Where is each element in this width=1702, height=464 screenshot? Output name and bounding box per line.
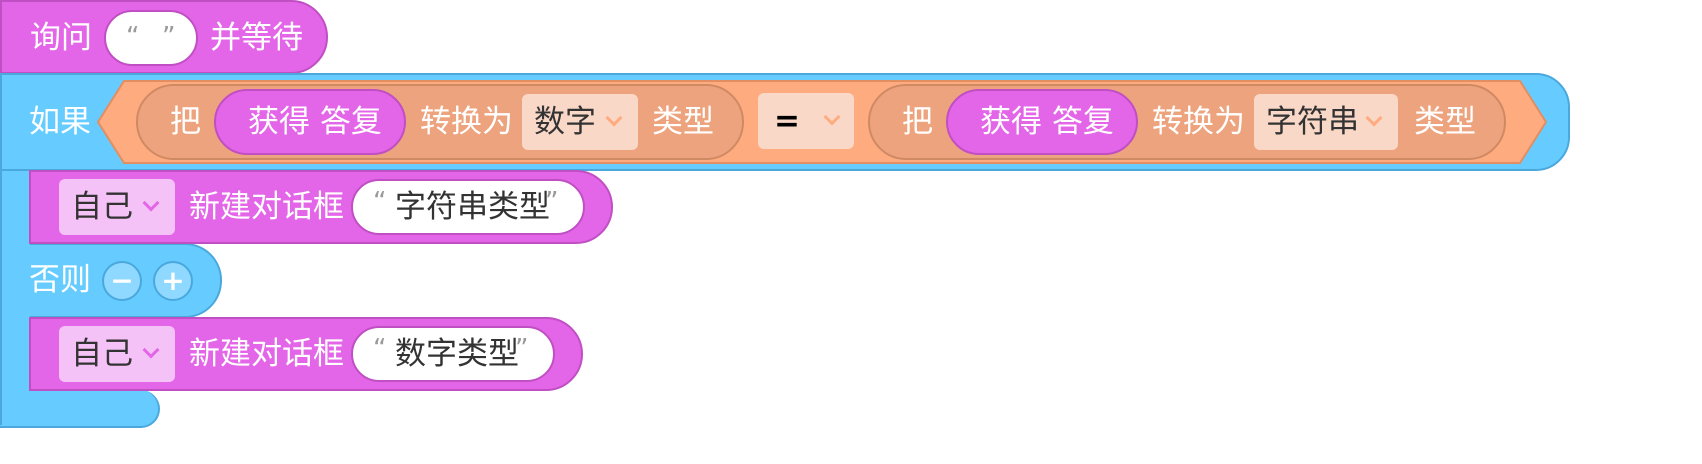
convert-to-number-block[interactable]: 把 获得 答复 转换为 数字 类型	[136, 84, 744, 160]
new-dialog-label: 新建对话框	[189, 336, 344, 372]
convert-prefix-label: 把	[902, 104, 933, 140]
then-new-dialog-block[interactable]: 自己 新建对话框 “ 字符串类型 ”	[29, 170, 613, 244]
target-dropdown[interactable]: 自己	[59, 179, 175, 235]
remove-else-button[interactable]: −	[102, 261, 142, 301]
dialog-text-input[interactable]: “ 字符串类型 ”	[351, 179, 585, 235]
minus-icon: −	[110, 264, 134, 297]
get-answer-label: 获得 答复	[248, 104, 382, 140]
target-dropdown-value: 自己	[71, 336, 133, 372]
chevron-down-icon	[823, 108, 841, 126]
get-answer-reporter[interactable]: 获得 答复	[946, 89, 1138, 155]
operator-dropdown[interactable]: =	[758, 93, 854, 149]
close-quote-icon: ”	[162, 22, 176, 52]
get-answer-label: 获得 答复	[980, 104, 1114, 140]
ask-text-input[interactable]: “ ”	[104, 10, 198, 66]
target-dropdown-value: 自己	[71, 189, 133, 225]
convert-to-label: 转换为	[420, 104, 513, 140]
dialog-text-input[interactable]: “ 数字类型 ”	[351, 326, 555, 382]
chevron-down-icon	[1365, 109, 1383, 127]
ask-and-wait-block[interactable]: 询问 “ ” 并等待	[0, 0, 328, 74]
close-quote-icon: ”	[515, 334, 529, 364]
convert-prefix-label: 把	[170, 104, 201, 140]
chevron-down-icon	[605, 109, 623, 127]
open-quote-icon: “	[126, 22, 140, 52]
type-dropdown-value: 字符串	[1266, 104, 1359, 140]
close-quote-icon: ”	[545, 187, 559, 217]
type-dropdown[interactable]: 字符串	[1254, 94, 1398, 150]
and-wait-label: 并等待	[210, 20, 303, 56]
target-dropdown[interactable]: 自己	[59, 326, 175, 382]
type-suffix-label: 类型	[1414, 104, 1476, 140]
add-else-if-button[interactable]: +	[153, 261, 193, 301]
operator-value: =	[774, 103, 800, 139]
else-new-dialog-block[interactable]: 自己 新建对话框 “ 数字类型 ”	[29, 317, 583, 391]
open-quote-icon: “	[373, 334, 387, 364]
dialog-text-value: 字符串类型	[395, 189, 550, 225]
type-dropdown[interactable]: 数字	[522, 94, 638, 150]
get-answer-reporter[interactable]: 获得 答复	[214, 89, 406, 155]
convert-to-label: 转换为	[1152, 104, 1245, 140]
new-dialog-label: 新建对话框	[189, 189, 344, 225]
ask-label: 询问	[30, 20, 92, 56]
type-dropdown-value: 数字	[534, 104, 596, 140]
chevron-down-icon	[142, 194, 160, 212]
if-label: 如果	[29, 104, 91, 140]
open-quote-icon: “	[373, 187, 387, 217]
chevron-down-icon	[142, 341, 160, 359]
else-label: 否则	[29, 262, 91, 298]
convert-to-string-block[interactable]: 把 获得 答复 转换为 字符串 类型	[868, 84, 1506, 160]
dialog-text-value: 数字类型	[395, 336, 519, 372]
type-suffix-label: 类型	[652, 104, 714, 140]
plus-icon: +	[161, 264, 185, 297]
